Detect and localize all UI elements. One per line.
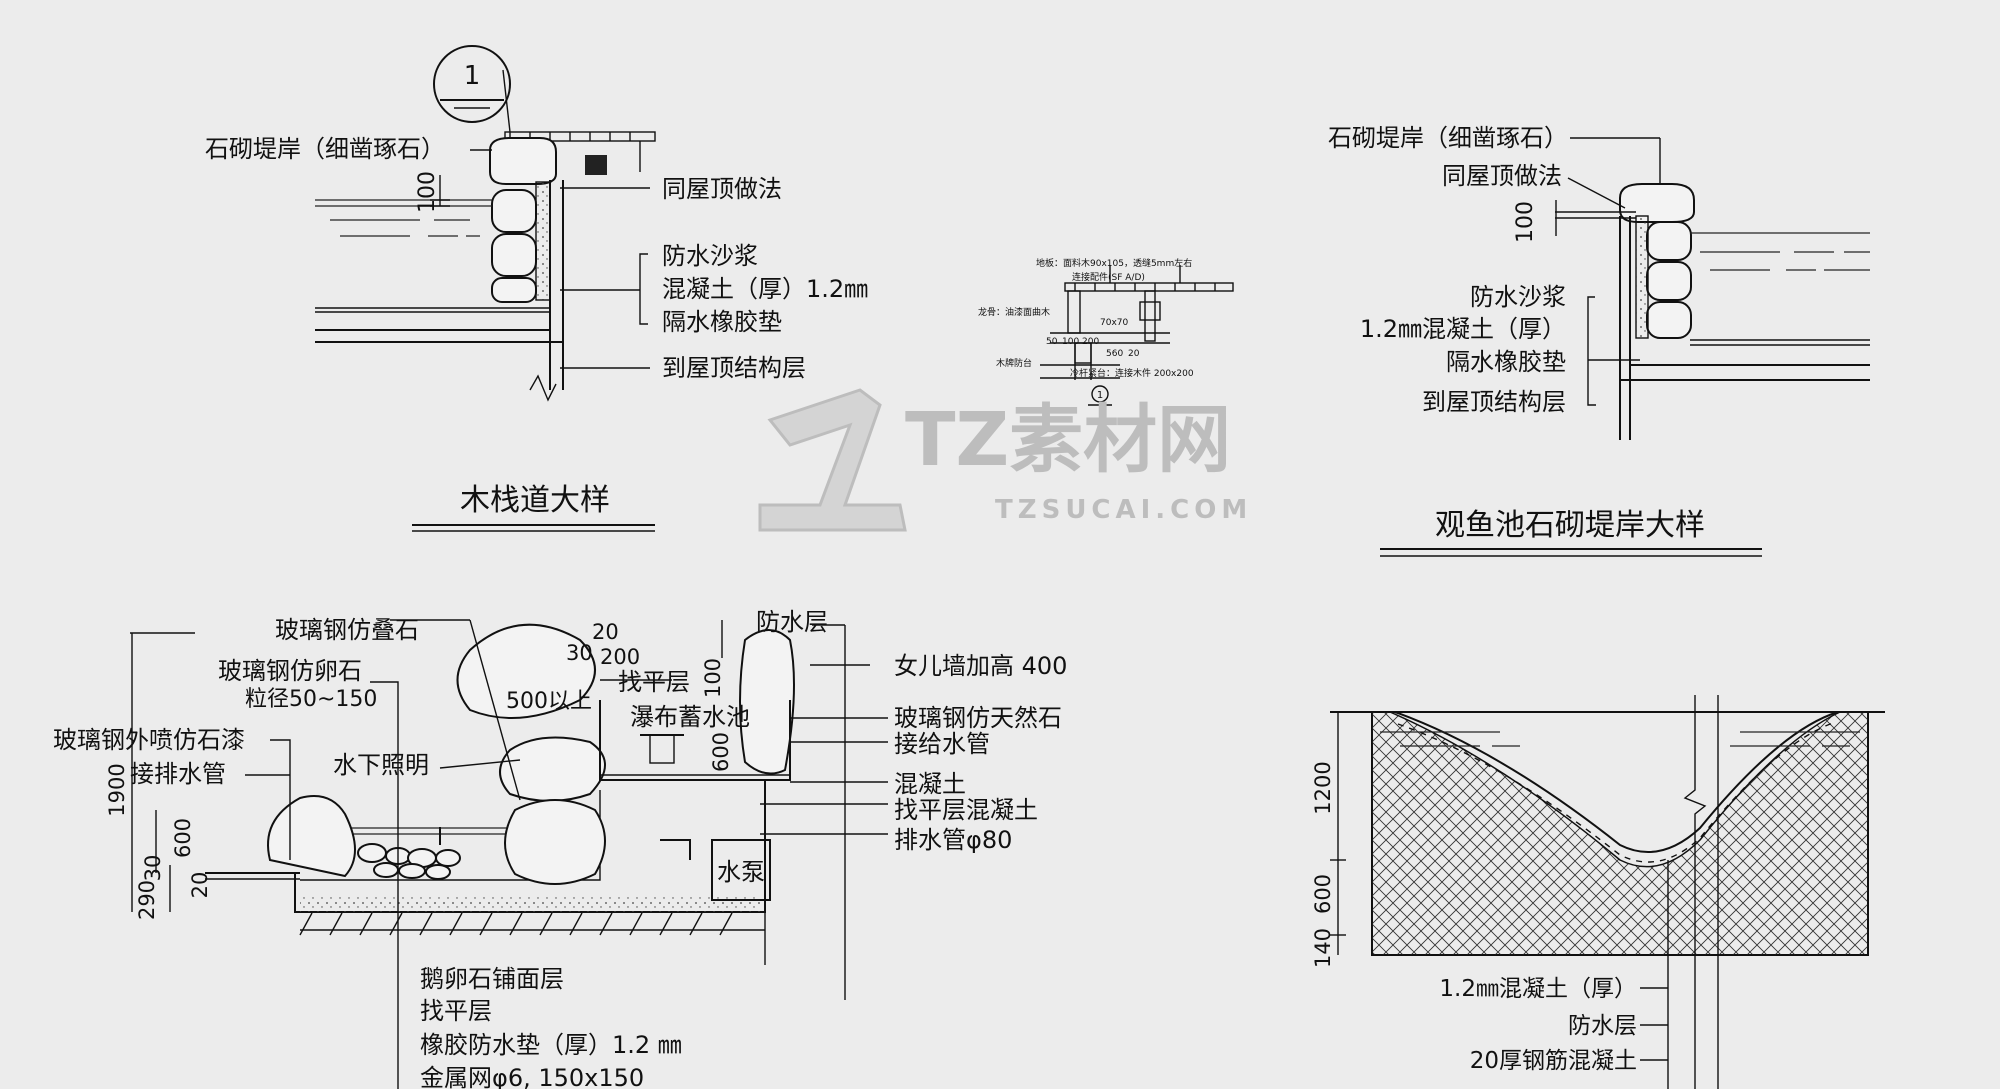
label-waterproof-mortar: 防水沙浆 [1470,283,1566,311]
dim-100-top: 100 [701,658,725,698]
rock-right [739,629,795,775]
detail-pond-section: 1200 600 140 1.2㎜混凝土（厚） 防水层 20厚钢筋混凝土 [1311,695,1885,1089]
dim-30-top: 30 [566,641,593,665]
dim-1900: 1900 [105,763,129,816]
label-drain-pipe-connect: 接排水管 [130,760,226,788]
label-roof-structure: 到屋顶结构层 [662,354,806,382]
watermark: TZ素材网 TZSUCAI.COM [758,388,1252,532]
label-pebble-paving: 鹅卵石铺面层 [420,965,564,993]
small-label-connector: 连接配件(SF A/D) [1072,271,1145,283]
dim-1200: 1200 [1311,761,1335,814]
small-detail-marker [1091,385,1109,403]
label-roof-structure: 到屋顶结构层 [1422,388,1566,416]
dim-140: 140 [1311,928,1335,968]
label-concrete: 混凝土 [894,770,966,798]
pebbles [357,843,461,880]
joist-block [585,155,607,175]
small-label-floor: 地板：面料木90x105，透缝5mm左右 [1036,257,1192,269]
label-concrete: 1.2㎜混凝土（厚） [1360,315,1566,343]
watermark-url: TZSUCAI.COM [995,495,1252,525]
detail-boardwalk: 1 100 [205,45,868,532]
label-concrete-thick: 1.2㎜混凝土（厚） [1439,976,1637,1002]
detail-marker-number: 1 [464,61,481,91]
label-water-pump: 水泵 [717,858,765,886]
svg-text:100: 100 [1062,337,1079,347]
rock-bottom [504,799,606,885]
label-underwater-lighting: 水下照明 [333,751,429,779]
svg-text:560: 560 [1106,349,1123,359]
label-stone-embankment: 石砌堤岸（细凿琢石） [1328,124,1568,152]
dim-100: 100 [1513,201,1538,243]
label-frp-natural-stone: 玻璃钢仿天然石 [894,704,1062,732]
dim-290: 290 [135,880,159,920]
svg-text:200: 200 [1082,337,1099,347]
lamp [649,734,675,764]
dim-600: 600 [171,818,195,858]
label-concrete: 混凝土（厚）1.2㎜ [662,275,868,303]
label-rubber-waterproof: 橡胶防水垫（厚）1.2 ㎜ [420,1031,682,1059]
rock-top [456,623,596,719]
wall-stone [489,137,557,185]
label-leveling-concrete: 找平层混凝土 [894,796,1038,824]
dim-20: 20 [188,872,212,899]
label-parapet-raise: 女儿墙加高 400 [894,652,1067,680]
label-leveling-layer: 找平层 [618,668,690,696]
small-label-base: 木牌防台 [996,357,1032,369]
svg-text:50: 50 [1046,337,1058,347]
label-drain-pipe-80: 排水管φ80 [894,826,1012,854]
detail-small-deck: 1 地板：面料木90x105，透缝5mm左右 连接配件(SF A/D) 龙骨：油… [978,257,1234,406]
detail-marker-circle [433,45,511,123]
detail-fish-pond-embankment: 100 石砌堤岸（细凿琢石） 同屋顶做法 防水沙浆 1.2㎜混凝土（厚） 隔水橡… [1328,124,1870,557]
detail-title: 观鱼池石砌堤岸大样 [1435,508,1705,543]
label-waterfall-tank: 瀑布蓄水池 [630,703,750,731]
svg-text:1: 1 [1097,390,1103,401]
label-water-supply-pipe: 接给水管 [894,730,990,758]
small-label-keel: 龙骨：油漆面曲木 [978,306,1050,318]
dim-200-top: 200 [600,645,640,669]
label-stone-embankment: 石砌堤岸（细凿琢石） [205,135,445,163]
small-label-footing: 冷杆紧台：连接木件 200x200 [1070,367,1194,379]
dim-600: 600 [1311,874,1335,914]
rock-left [267,795,356,878]
label-grain-size: 粒径50~150 [245,687,377,712]
label-frp-stacked-stone: 玻璃钢仿叠石 [275,616,419,644]
rock-middle [499,736,606,802]
label-frp-pebble: 玻璃钢仿卵石 [218,657,362,685]
label-rubber-pad: 隔水橡胶垫 [1446,348,1566,376]
dim-30: 30 [141,855,165,882]
label-same-roof: 同屋顶做法 [662,175,782,203]
label-waterproof-layer: 防水层 [756,608,828,636]
dim-20-top: 20 [592,620,619,644]
deck-boards [504,131,656,142]
small-label-size: 70x70 [1100,318,1129,328]
label-frp-stone-paint: 玻璃钢外喷仿石漆 [53,726,245,754]
water-surface [315,199,492,237]
label-reinforced-concrete: 20厚钢筋混凝土 [1470,1048,1637,1074]
label-waterproof-mortar: 防水沙浆 [662,242,758,270]
svg-text:20: 20 [1128,349,1140,359]
label-500-above: 500以上 [506,689,592,714]
label-leveling-layer-2: 找平层 [420,997,492,1025]
label-same-roof: 同屋顶做法 [1442,162,1562,190]
label-metal-mesh: 金属网φ6, 150x150 [420,1064,644,1089]
watermark-brand: TZ素材网 [905,397,1231,483]
detail-waterfall: 1900 600 30 290 20 20 30 200 100 600 玻璃钢… [53,608,1067,1089]
wall-stone [1619,183,1695,223]
label-waterproof-layer: 防水层 [1568,1013,1637,1039]
pump-box [711,839,771,901]
dim-600-top: 600 [709,732,733,772]
watermark-logo-icon [758,388,907,532]
label-rubber-pad: 隔水橡胶垫 [662,308,782,336]
detail-title: 木栈道大样 [460,483,610,518]
